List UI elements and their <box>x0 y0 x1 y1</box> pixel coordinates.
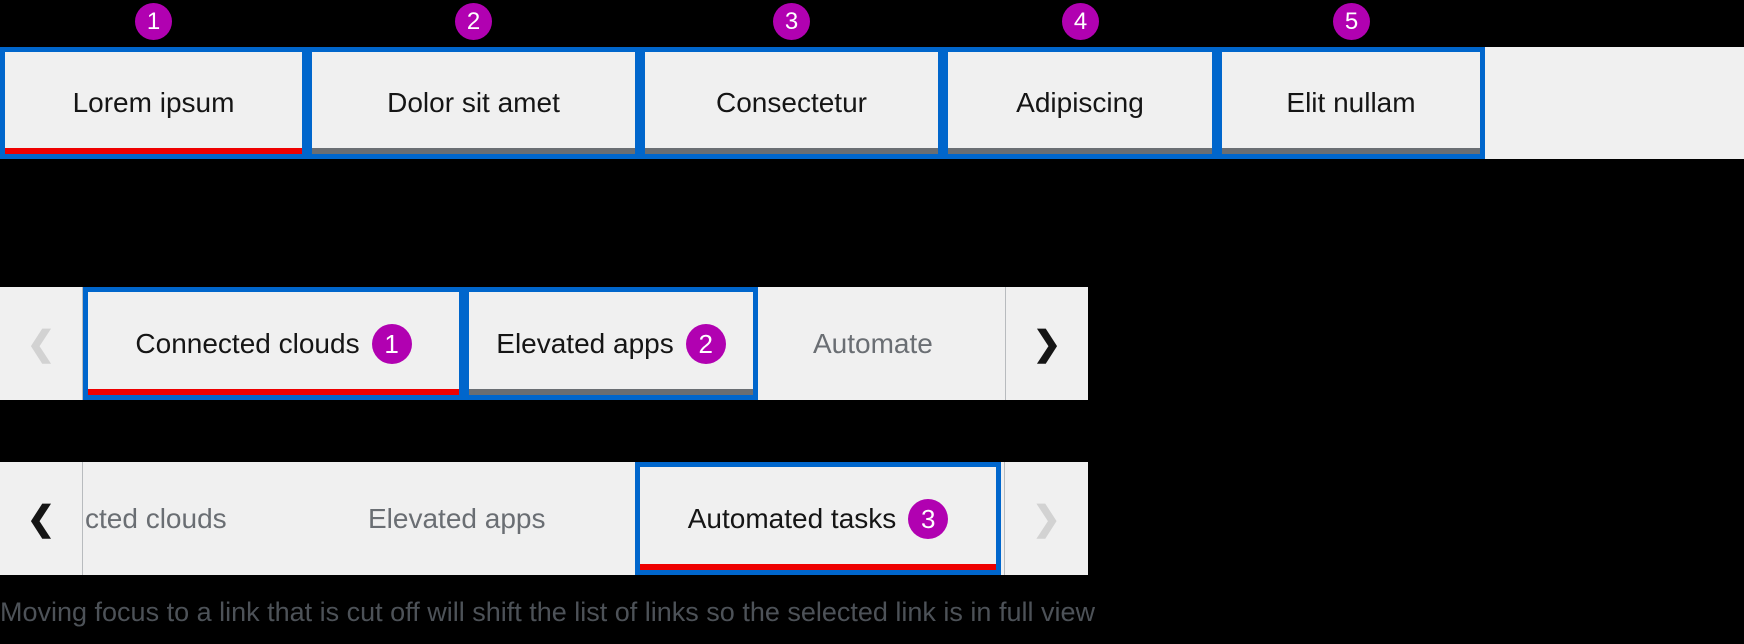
inactive-tab-indicator <box>469 389 753 395</box>
tab-bar-overflow-start: ❮ Connected clouds 1 Elevated apps 2 Aut… <box>0 287 1088 400</box>
inactive-tab-indicator <box>312 148 635 154</box>
scroll-left-button[interactable]: ❮ <box>0 287 83 400</box>
chevron-right-icon: ❯ <box>1032 499 1061 538</box>
inactive-tab-indicator <box>1222 148 1480 154</box>
inactive-tab-indicator <box>948 148 1212 154</box>
annotation-badge-1: 1 <box>371 323 412 364</box>
tab-lorem-ipsum[interactable]: Lorem ipsum <box>0 47 307 159</box>
tab-label: Consectetur <box>716 87 867 118</box>
scroll-right-button[interactable]: ❯ <box>1005 462 1088 575</box>
scroll-divider <box>1005 287 1006 400</box>
chevron-left-icon: ❮ <box>26 499 56 538</box>
annotation-badge-2: 2 <box>455 3 492 40</box>
tab-automated-tasks-cut-off[interactable]: Automate <box>813 327 933 359</box>
chevron-right-icon: ❯ <box>1032 324 1062 363</box>
scroll-left-button[interactable]: ❮ <box>0 462 83 575</box>
tab-dolor-sit-amet[interactable]: Dolor sit amet <box>307 47 640 159</box>
chevron-left-icon: ❮ <box>26 324 56 363</box>
tab-elit-nullam[interactable]: Elit nullam <box>1217 47 1485 159</box>
tab-label: Elevated apps <box>496 327 674 359</box>
annotation-badge-5: 5 <box>1333 3 1370 40</box>
annotation-badge-4: 4 <box>1062 3 1099 40</box>
tab-elevated-apps[interactable]: Elevated apps 2 <box>464 287 758 400</box>
tab-connected-clouds[interactable]: Connected clouds 1 <box>83 287 464 400</box>
inactive-tab-indicator <box>645 148 938 154</box>
tab-elevated-apps[interactable]: Elevated apps <box>368 502 546 534</box>
tab-label: Dolor sit amet <box>387 87 560 118</box>
caption-text: Moving focus to a link that is cut off w… <box>0 597 1095 627</box>
tab-label: Adipiscing <box>1016 87 1144 118</box>
annotation-badge-1: 1 <box>135 3 172 40</box>
tab-label: Automated tasks <box>687 502 897 534</box>
tab-adipiscing[interactable]: Adipiscing <box>943 47 1217 159</box>
tab-label: Connected clouds <box>135 327 360 359</box>
active-tab-indicator <box>640 564 996 570</box>
tab-connected-clouds-cut-off[interactable]: cted clouds <box>85 502 227 534</box>
tab-bar-overflow-end: ❮ cted clouds Elevated apps Automated ta… <box>0 462 1088 575</box>
annotation-badge-3: 3 <box>773 3 810 40</box>
scroll-right-button[interactable]: ❯ <box>1006 287 1088 400</box>
active-tab-indicator <box>5 148 302 154</box>
tab-label: Lorem ipsum <box>72 87 235 118</box>
scroll-divider <box>1004 462 1005 575</box>
annotation-badge-3: 3 <box>908 498 949 539</box>
active-tab-indicator <box>88 389 459 395</box>
tab-label: Elit nullam <box>1286 87 1416 118</box>
annotation-badge-2: 2 <box>685 323 726 364</box>
tab-automated-tasks[interactable]: Automated tasks 3 <box>635 462 1001 575</box>
tab-consectetur[interactable]: Consectetur <box>640 47 943 159</box>
tab-bar-basic: Lorem ipsum Dolor sit amet Consectetur A… <box>0 47 1744 159</box>
